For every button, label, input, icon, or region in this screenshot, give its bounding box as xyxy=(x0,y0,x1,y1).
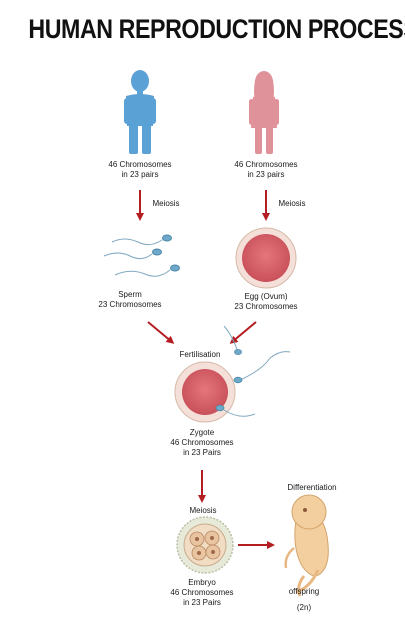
sperm-name: Sperm xyxy=(118,290,142,299)
embryo-pairs: in 23 Pairs xyxy=(183,598,221,607)
embryo-name: Embryo xyxy=(188,578,216,587)
male-silhouette xyxy=(124,70,156,154)
female-meiosis-label: Meiosis xyxy=(278,199,306,208)
embryo-cell xyxy=(176,516,234,574)
egg-label: Egg (Ovum) 23 Chromosomes xyxy=(226,292,306,312)
sperm-label: Sperm 23 Chromosomes xyxy=(90,290,170,310)
offspring-label: offspring (2n) xyxy=(272,587,336,613)
female-chromosome-label: 46 Chromosomes in 23 pairs xyxy=(226,160,306,180)
sperm-cells xyxy=(103,234,180,277)
egg-chromosomes: 23 Chromosomes xyxy=(234,302,298,311)
page-title: HUMAN REPRODUCTION PROCESS xyxy=(28,14,405,44)
offspring-name: offspring xyxy=(288,587,320,596)
female-chromosome-line1: 46 Chromosomes xyxy=(234,160,298,169)
egg-cell xyxy=(235,227,297,289)
zygote-cell xyxy=(174,325,291,423)
male-chromosome-line1: 46 Chromosomes xyxy=(108,160,172,169)
embryo-chromosomes: 46 Chromosomes xyxy=(170,588,234,597)
male-meiosis-label: Meiosis xyxy=(152,199,180,208)
egg-name: Egg (Ovum) xyxy=(244,292,288,301)
arrow-egg-to-zygote xyxy=(229,321,257,344)
fetus-illustration xyxy=(284,494,329,597)
female-chromosome-line2: in 23 pairs xyxy=(247,170,285,179)
embryo-label: Embryo 46 Chromosomes in 23 Pairs xyxy=(162,578,242,608)
zygote-chromosomes: 46 Chromosomes xyxy=(170,438,234,447)
female-silhouette xyxy=(249,71,279,154)
fertilisation-label: Fertilisation xyxy=(179,350,221,359)
zygote-pairs: in 23 Pairs xyxy=(183,448,221,457)
zygote-name: Zygote xyxy=(189,428,215,437)
arrow-sperm-to-zygote xyxy=(147,321,175,344)
male-chromosome-line2: in 23 pairs xyxy=(121,170,159,179)
zygote-label: Zygote 46 Chromosomes in 23 Pairs xyxy=(162,428,242,458)
offspring-ploidy: (2n) xyxy=(296,603,312,612)
differentiation-label: Differentiation xyxy=(287,483,337,492)
male-chromosome-label: 46 Chromosomes in 23 pairs xyxy=(100,160,180,180)
sperm-chromosomes: 23 Chromosomes xyxy=(98,300,162,309)
embryo-meiosis-label: Meiosis xyxy=(189,506,217,515)
